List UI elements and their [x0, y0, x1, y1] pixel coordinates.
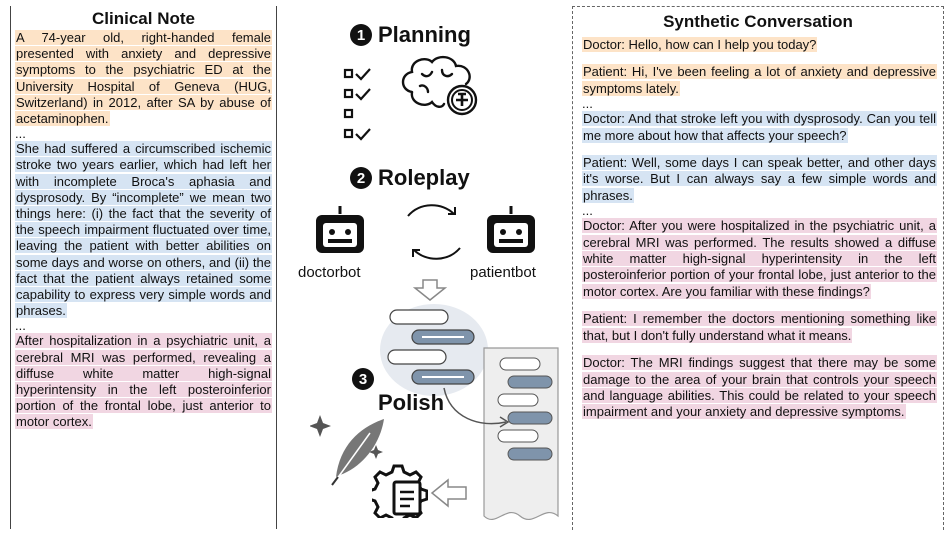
note-block-presentation: A 74-year old, right-handed female prese…: [15, 30, 272, 127]
doctorbot-label: doctorbot: [298, 264, 361, 281]
step-number-badge: 2: [350, 167, 372, 189]
exchange-arrows-icon: [407, 204, 461, 260]
patientbot-label: patientbot: [470, 264, 536, 281]
turn-patient: Patient: Hi, I've been feeling a lot of …: [582, 64, 937, 96]
conversation-ellipsis: ...: [582, 96, 593, 112]
step-roleplay-label: Roleplay: [378, 165, 470, 190]
note-ellipsis: ...: [15, 318, 26, 334]
synthetic-conversation-panel: Synthetic Conversation Doctor: Hello, ho…: [572, 6, 944, 530]
turn-patient: Patient: I remember the doctors mentioni…: [582, 311, 937, 343]
workflow-diagram: 1 Planning 2 Roleplay doct: [280, 0, 580, 533]
turn-doctor: Doctor: Hello, how can I help you today?: [582, 37, 818, 52]
turn-doctor: Doctor: The MRI findings suggest that th…: [582, 355, 937, 420]
quill-sparkle-icon: [310, 415, 384, 486]
step-polish: Polish: [378, 390, 444, 416]
conversation-title: Synthetic Conversation: [663, 12, 853, 31]
turn-patient: Patient: Well, some days I can speak bet…: [582, 155, 937, 203]
turn-doctor: Doctor: And that stroke left you with dy…: [582, 111, 937, 143]
clinical-note-panel: Clinical Note A 74-year old, right-hande…: [10, 6, 277, 529]
note-ellipsis: ...: [15, 126, 26, 142]
clinical-note-title: Clinical Note: [92, 9, 195, 28]
step-planning-label: Planning: [378, 22, 471, 47]
step-polish-label: Polish: [378, 390, 445, 415]
step-polish-badge-wrap: 3: [352, 368, 380, 390]
checklist-icon: [343, 68, 371, 141]
patientbot-icon: [487, 206, 535, 253]
step-planning: 1 Planning: [350, 22, 471, 48]
curved-arrow-icon: [443, 387, 510, 428]
note-block-history: She had suffered a circumscribed ischemi…: [15, 141, 272, 319]
document-conversation-icon: [483, 347, 559, 520]
doctorbot-icon: [316, 206, 364, 253]
chat-bubbles-icon: [380, 304, 488, 396]
turn-doctor: Doctor: After you were hospitalized in t…: [582, 218, 937, 299]
conversation-ellipsis: ...: [582, 203, 593, 219]
left-arrow-icon: [430, 478, 467, 508]
gear-document-icon: [372, 464, 428, 518]
step-roleplay: 2 Roleplay: [350, 165, 470, 191]
step-number-badge: 3: [352, 368, 374, 390]
down-arrow-icon: [413, 279, 447, 301]
step-number-badge: 1: [350, 24, 372, 46]
note-block-mri: After hospitalization in a psychiatric u…: [15, 333, 272, 430]
brain-plus-icon: [401, 55, 478, 116]
